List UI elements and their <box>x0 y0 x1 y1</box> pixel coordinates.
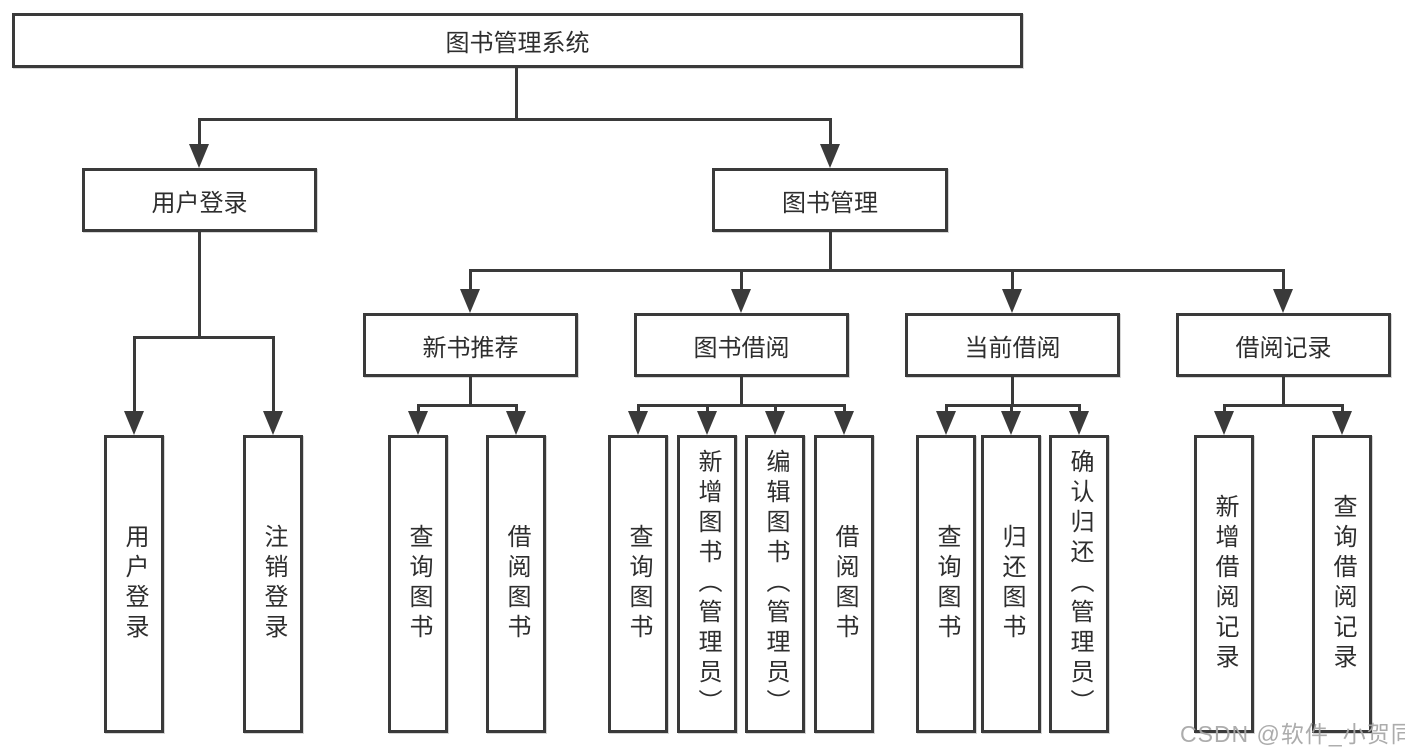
leaf-records-query-label: 查询借阅记录 <box>1329 494 1356 674</box>
leaf-logout-label: 注销登录 <box>260 524 287 644</box>
connector-new-books-trunk <box>469 377 472 407</box>
leaf-user-login: 用户登录 <box>104 435 164 733</box>
connector-stem-new-books <box>469 269 472 295</box>
node-current-borrowing-label: 当前借阅 <box>964 334 1061 362</box>
leaf-borrow-borrow: 借阅图书 <box>814 435 874 733</box>
arrowhead-borrow-add <box>697 411 717 435</box>
connector-root-hbar <box>198 118 831 121</box>
node-new-books: 新书推荐 <box>363 313 578 377</box>
leaf-borrow-add-label: 新增图书（管理员） <box>694 449 721 719</box>
leaf-logout: 注销登录 <box>243 435 303 733</box>
node-book-management: 图书管理 <box>712 168 948 232</box>
connector-stem-user-login <box>198 118 201 152</box>
node-user-login: 用户登录 <box>82 168 317 232</box>
leaf-current-return-label: 归还图书 <box>998 524 1025 644</box>
node-book-borrowing: 图书借阅 <box>634 313 849 377</box>
connector-stem-leaf-logout <box>272 336 275 418</box>
leaf-user-login-label: 用户登录 <box>121 524 148 644</box>
leaf-borrow-edit-label: 编辑图书（管理员） <box>762 449 789 719</box>
leaf-current-query: 查询图书 <box>916 435 976 733</box>
leaf-records-query: 查询借阅记录 <box>1312 435 1372 733</box>
connector-new-books-hbar <box>417 404 518 407</box>
leaf-current-return: 归还图书 <box>981 435 1041 733</box>
leaf-current-confirm-label: 确认归还（管理员） <box>1066 449 1093 719</box>
node-root: 图书管理系统 <box>12 13 1023 68</box>
arrowhead-newbooks-query <box>408 411 428 435</box>
leaf-newbooks-borrow: 借阅图书 <box>486 435 546 733</box>
node-borrow-records-label: 借阅记录 <box>1235 334 1332 362</box>
connector-user-login-hbar <box>133 336 274 339</box>
leaf-newbooks-query-label: 查询图书 <box>405 524 432 644</box>
node-new-books-label: 新书推荐 <box>422 334 519 362</box>
connector-user-login-trunk <box>198 232 201 339</box>
connector-current-borrowing-hbar <box>945 404 1081 407</box>
arrowhead-current-confirm <box>1069 411 1089 435</box>
connector-book-borrowing-trunk <box>740 377 743 407</box>
connector-current-borrowing-trunk <box>1011 377 1014 407</box>
arrowhead-leaf-logout <box>263 411 283 435</box>
leaf-borrow-query: 查询图书 <box>608 435 668 733</box>
leaf-current-confirm: 确认归还（管理员） <box>1049 435 1109 733</box>
arrowhead-current-query <box>936 411 956 435</box>
arrowhead-user-login <box>189 144 209 168</box>
node-book-borrowing-label: 图书借阅 <box>693 334 790 362</box>
arrowhead-new-books <box>460 289 480 313</box>
leaf-newbooks-query: 查询图书 <box>388 435 448 733</box>
arrowhead-borrow-edit <box>765 411 785 435</box>
node-borrow-records: 借阅记录 <box>1176 313 1391 377</box>
arrowhead-leaf-user-login <box>124 411 144 435</box>
leaf-borrow-edit: 编辑图书（管理员） <box>745 435 805 733</box>
connector-stem-book-management <box>829 118 832 152</box>
arrowhead-current-borrowing <box>1002 289 1022 313</box>
leaf-records-add-label: 新增借阅记录 <box>1211 494 1238 674</box>
connector-book-management-hbar <box>469 269 1285 272</box>
watermark: CSDN @软件_小贺同学 <box>1180 721 1405 747</box>
connector-stem-leaf-user-login <box>133 336 136 418</box>
node-current-borrowing: 当前借阅 <box>905 313 1120 377</box>
arrowhead-records-query <box>1332 411 1352 435</box>
arrowhead-book-borrowing <box>731 289 751 313</box>
arrowhead-current-return <box>1001 411 1021 435</box>
arrowhead-borrow-borrow <box>834 411 854 435</box>
connector-book-borrowing-hbar <box>637 404 846 407</box>
leaf-newbooks-borrow-label: 借阅图书 <box>503 524 530 644</box>
connector-stem-current-borrowing <box>1011 269 1014 295</box>
leaf-borrow-query-label: 查询图书 <box>625 524 652 644</box>
arrowhead-book-management <box>820 144 840 168</box>
leaf-borrow-add: 新增图书（管理员） <box>677 435 737 733</box>
node-book-management-label: 图书管理 <box>782 189 878 217</box>
arrowhead-newbooks-borrow <box>506 411 526 435</box>
leaf-current-query-label: 查询图书 <box>933 524 960 644</box>
connector-stem-borrow-records <box>1282 269 1285 295</box>
connector-root-trunk <box>515 68 518 120</box>
connector-borrow-records-hbar <box>1223 404 1344 407</box>
leaf-borrow-borrow-label: 借阅图书 <box>831 524 858 644</box>
connector-stem-book-borrowing <box>740 269 743 295</box>
leaf-records-add: 新增借阅记录 <box>1194 435 1254 733</box>
connector-borrow-records-trunk <box>1282 377 1285 407</box>
connector-book-management-trunk <box>829 232 832 272</box>
arrowhead-borrow-records <box>1273 289 1293 313</box>
arrowhead-records-add <box>1214 411 1234 435</box>
arrowhead-borrow-query <box>628 411 648 435</box>
node-root-label: 图书管理系统 <box>445 30 590 57</box>
node-user-login-label: 用户登录 <box>151 189 248 217</box>
